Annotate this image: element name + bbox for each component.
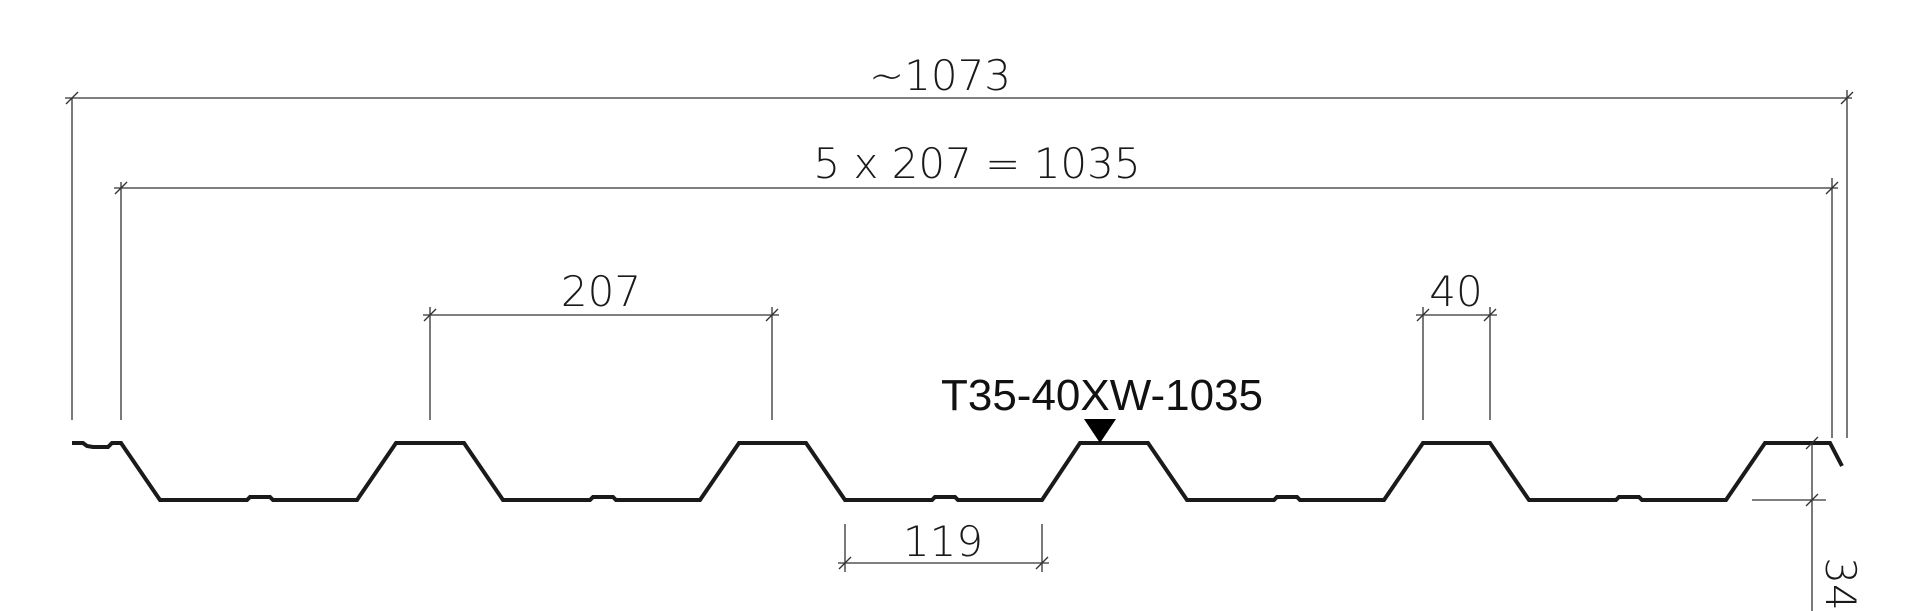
dimension-valley-width: 119 [838, 517, 1049, 572]
crest-width-label: 40 [1429, 267, 1482, 316]
dimension-cover-width: 5 x 207 = 1035 [114, 139, 1839, 438]
dimension-crest-width: 40 [1416, 267, 1497, 420]
position-marker-icon [1084, 419, 1116, 443]
sheet-profile [72, 441, 1844, 502]
overall-width-label: ~1073 [869, 51, 1011, 100]
profile-height-label: 34 [1816, 557, 1865, 610]
model-designation: T35-40XW-1035 [941, 371, 1263, 443]
dimension-profile-height: 34 [1752, 436, 1865, 611]
valley-width-label: 119 [903, 517, 983, 566]
cover-width-label: 5 x 207 = 1035 [813, 139, 1140, 188]
model-code-label: T35-40XW-1035 [941, 371, 1263, 420]
dimension-pitch: 207 [423, 267, 779, 420]
profile-outline [72, 441, 1844, 502]
pitch-label: 207 [561, 267, 641, 316]
dimension-overall-width: ~1073 [65, 51, 1854, 438]
